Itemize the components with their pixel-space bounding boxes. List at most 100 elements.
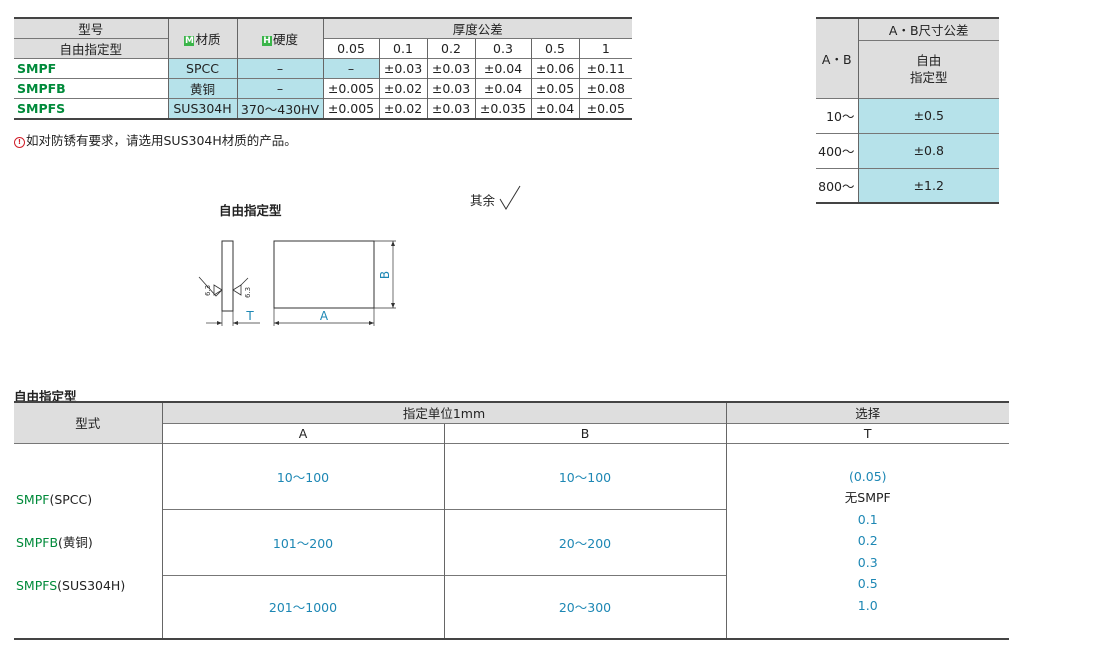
ab-tolerance-table: A・B A・B尺寸公差 自由 指定型 10～ ±0.5 400～ ±0.8 80… bbox=[816, 17, 999, 204]
range-label: 400～ bbox=[816, 132, 858, 168]
tolerance-value: ±0.04 bbox=[530, 98, 579, 119]
hardness-value: 370～430HV bbox=[236, 98, 323, 119]
tolerance-value: ±0.005 bbox=[322, 98, 379, 119]
tolerance-value: ±0.05 bbox=[578, 98, 633, 119]
range-b-value: 20～200 bbox=[443, 508, 726, 575]
roughness-right-icon bbox=[232, 284, 242, 296]
tolerance-value: ±0.03 bbox=[426, 58, 475, 79]
range-a-value: 101～200 bbox=[161, 508, 444, 575]
model-code: SMPF bbox=[14, 58, 168, 79]
table-row: SMPF SPCC – – ±0.03 ±0.03 ±0.04 ±0.06 ±0… bbox=[14, 58, 633, 79]
drawing-title: 自由指定型 bbox=[219, 203, 282, 218]
range-label: 10～ bbox=[816, 97, 858, 133]
thickness-col: 0.3 bbox=[474, 38, 531, 59]
t-option-note: 无SMPF bbox=[844, 490, 891, 505]
header-a: A bbox=[161, 422, 444, 443]
range-table-title: 自由指定型 bbox=[14, 389, 77, 404]
model-code: SMPFB bbox=[14, 78, 168, 99]
range-b-value: 10～100 bbox=[443, 442, 726, 509]
model-list: SMPF(SPCC) SMPFB(黄铜) SMPFS(SUS304H) bbox=[14, 442, 162, 639]
header-thickness-tolerance: 厚度公差 bbox=[322, 17, 633, 39]
t-option: 0.1 bbox=[857, 511, 878, 527]
rust-prevention-note: !如对防锈有要求，请选用SUS304H材质的产品。 bbox=[14, 130, 297, 149]
t-option: (0.05) bbox=[848, 468, 887, 484]
header-select: 选择 bbox=[725, 401, 1009, 423]
plate-drawing: 6.3 6.3 T A B bbox=[198, 240, 396, 326]
side-view-rect bbox=[221, 240, 234, 312]
t-option: 0.3 bbox=[857, 554, 878, 570]
list-item: SMPF(SPCC) bbox=[16, 491, 93, 507]
header-type: 型式 bbox=[14, 401, 162, 443]
table-row: 800～ ±1.2 bbox=[816, 167, 999, 203]
tolerance-value: ±0.05 bbox=[530, 78, 579, 99]
material-tag-icon: M bbox=[184, 36, 195, 46]
thickness-col: 0.5 bbox=[530, 38, 579, 59]
tolerance-value: ±0.06 bbox=[530, 58, 579, 79]
tolerance-value: ±0.035 bbox=[474, 98, 531, 119]
tolerance-value: ±0.005 bbox=[322, 78, 379, 99]
header-ab: A・B bbox=[816, 17, 858, 98]
t-option: 0.5 bbox=[857, 576, 878, 591]
header-t: T bbox=[725, 422, 1009, 443]
material-value: SUS304H bbox=[167, 98, 237, 119]
tolerance-value: ±0.04 bbox=[474, 78, 531, 99]
tolerance-value: ±0.02 bbox=[378, 78, 427, 99]
tolerance-value: ±0.03 bbox=[426, 78, 475, 99]
hardness-value: – bbox=[236, 78, 323, 99]
specification-range-table: 型式 指定单位1mm 选择 A B T SMPF(SPCC) SMPFB(黄铜)… bbox=[14, 401, 1009, 640]
list-item: SMPFS(SUS304H) bbox=[16, 577, 126, 593]
dimension-t-label: T bbox=[245, 309, 254, 323]
roughness-right-value: 6.3 bbox=[244, 287, 252, 298]
hardness-tag-icon: H bbox=[261, 36, 272, 46]
table-row: 201～1000 20～300 bbox=[14, 574, 1009, 639]
tolerance-value: – bbox=[322, 58, 379, 79]
range-a-value: 10～100 bbox=[161, 442, 444, 509]
ab-tolerance-value: ±1.2 bbox=[857, 167, 999, 203]
table-row: SMPFB 黄铜 – ±0.005 ±0.02 ±0.03 ±0.04 ±0.0… bbox=[14, 78, 633, 99]
roughness-left-icon bbox=[198, 276, 223, 297]
thickness-col: 0.2 bbox=[426, 38, 475, 59]
surface-finish-label: 其余 bbox=[470, 185, 521, 211]
roughness-left-value: 6.3 bbox=[204, 285, 212, 296]
table-row: SMPFS SUS304H 370～430HV ±0.005 ±0.02 ±0.… bbox=[14, 98, 633, 119]
thickness-col: 0.1 bbox=[378, 38, 427, 59]
header-ab-tolerance: A・B尺寸公差 bbox=[857, 17, 999, 40]
header-b: B bbox=[443, 422, 726, 443]
ab-tolerance-value: ±0.8 bbox=[857, 132, 999, 168]
tolerance-value: ±0.03 bbox=[378, 58, 427, 79]
tolerance-value: ±0.11 bbox=[578, 58, 633, 79]
header-custom-type: 自由指定型 bbox=[14, 38, 168, 59]
t-option: 0.2 bbox=[857, 533, 878, 548]
table-row: 101～200 20～200 bbox=[14, 508, 1009, 575]
tolerance-value: ±0.03 bbox=[426, 98, 475, 119]
t-options-list: (0.05) 无SMPF 0.1 0.2 0.3 0.5 1.0 bbox=[725, 442, 1009, 639]
header-custom-type: 自由 指定型 bbox=[857, 39, 999, 98]
tolerance-value: ±0.08 bbox=[578, 78, 633, 99]
model-code: SMPFS bbox=[14, 98, 168, 119]
header-model: 型号 bbox=[14, 17, 168, 39]
list-item: SMPFB(黄铜) bbox=[16, 534, 93, 550]
hardness-value: – bbox=[236, 58, 323, 79]
front-view-rect bbox=[273, 240, 375, 309]
range-a-value: 201～1000 bbox=[161, 574, 444, 639]
range-label: 800～ bbox=[816, 167, 858, 203]
roughness-check-icon bbox=[499, 185, 521, 210]
header-unit: 指定单位1mm bbox=[161, 401, 726, 423]
dimension-a-label: A bbox=[320, 309, 329, 323]
table-row: 10～ ±0.5 bbox=[816, 97, 999, 133]
warning-icon: ! bbox=[14, 137, 25, 148]
ab-tolerance-value: ±0.5 bbox=[857, 97, 999, 133]
material-value: 黄铜 bbox=[167, 78, 237, 99]
thickness-col: 1 bbox=[578, 38, 633, 59]
material-value: SPCC bbox=[167, 58, 237, 79]
table-row: 400～ ±0.8 bbox=[816, 132, 999, 168]
range-b-value: 20～300 bbox=[443, 574, 726, 639]
table-row: SMPF(SPCC) SMPFB(黄铜) SMPFS(SUS304H) 10～1… bbox=[14, 442, 1009, 639]
t-option: 1.0 bbox=[857, 597, 878, 613]
thickness-col: 0.05 bbox=[322, 38, 379, 59]
tolerance-value: ±0.02 bbox=[378, 98, 427, 119]
dimension-b-label: B bbox=[378, 271, 392, 279]
